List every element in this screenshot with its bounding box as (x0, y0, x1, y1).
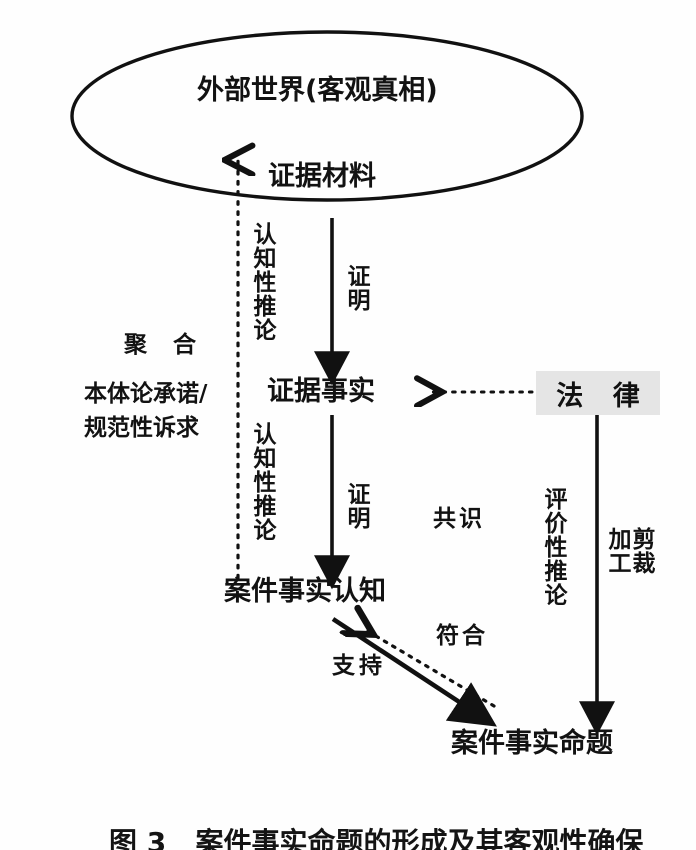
node-evidence-fact: 证据事实 (267, 376, 375, 407)
node-law-label: 法 律 (556, 380, 650, 412)
edge-label-normative-demand: 规范性诉求 (84, 415, 199, 441)
edge-label-consensus: 共识 (433, 506, 485, 532)
figure-caption-text: 案件事实命题的形成及其客观性确保 (195, 826, 644, 850)
node-evidence-material: 证据材料 (268, 161, 376, 192)
edge-label-tailoring: 剪裁 (628, 527, 654, 575)
edge-label-cognitive-inference-lower: 认知性推论 (249, 422, 275, 542)
edge-label-processing: 加工 (604, 527, 630, 575)
edge-label-support: 支持 (332, 653, 386, 679)
correspondence-arrow (364, 629, 496, 708)
edge-label-ontological-commitment: 本体论承诺/ (84, 381, 208, 407)
node-case-fact-proposition: 案件事实命题 (451, 728, 613, 759)
node-law-box: 法 律 (536, 371, 660, 415)
node-external-world: 外部世界(客观真相) (197, 75, 438, 106)
external-world-ellipse (70, 30, 584, 202)
edge-label-evaluative-inference: 评价性推论 (540, 487, 566, 607)
edge-label-proof-lower: 证明 (343, 482, 369, 530)
edge-label-aggregation: 聚 合 (124, 332, 206, 358)
figure-caption-number: 图 3 (109, 826, 167, 850)
edge-label-proof-upper: 证明 (343, 264, 369, 312)
edge-label-correspondence: 符合 (436, 623, 488, 649)
edge-label-tailoring-processing: 剪裁 加工 (604, 527, 654, 575)
edge-label-cognitive-inference-upper: 认知性推论 (249, 222, 275, 342)
figure-caption: 图 3 案件事实命题的形成及其客观性确保 (70, 788, 644, 850)
node-case-fact-cognition: 案件事实认知 (224, 576, 386, 607)
figure-caption-spacer (166, 826, 195, 850)
